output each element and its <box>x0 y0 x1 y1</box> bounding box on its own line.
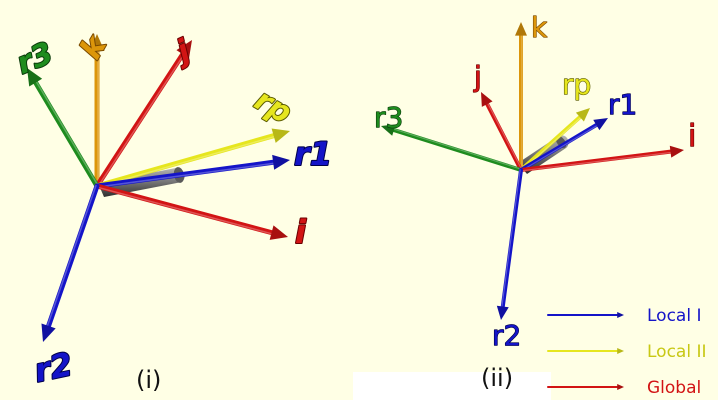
arrow-head <box>176 40 192 59</box>
legend-item-local-ii: Local II <box>547 342 707 362</box>
arrow-rp-i <box>94 128 290 189</box>
arrow-shaft-highlight <box>96 162 275 188</box>
arrow-head <box>269 225 288 240</box>
arrow-shaft-highlight <box>95 186 273 235</box>
arrow-shaft <box>519 122 599 172</box>
legend-label-local-ii: Local II <box>647 342 707 362</box>
arrow-shaft <box>94 183 275 236</box>
arrow-shaft <box>519 149 673 172</box>
label-i-i: i <box>295 213 307 251</box>
arrow-r3-i <box>27 68 100 189</box>
arrow-shaft-highlight <box>393 128 522 170</box>
arrow-head <box>593 118 608 131</box>
arrow-head <box>496 305 509 320</box>
arrow-shaft <box>391 128 523 172</box>
legend-label-global: Global <box>647 378 701 398</box>
panel-ii: k j r3 rp r1 i r2 (ii) <box>353 10 697 400</box>
legend-item-local-i: Local I <box>547 306 701 326</box>
arrow-shaft <box>94 133 277 189</box>
arrow-shaft <box>94 51 186 189</box>
label-r1-i: r1 <box>294 135 332 173</box>
arrow-shaft <box>500 168 523 309</box>
arrow-r3-ii <box>381 124 523 172</box>
label-k-i: k <box>73 29 114 66</box>
arrow-head <box>381 124 396 136</box>
arrow-shaft <box>485 102 523 172</box>
label-rp-ii: rp <box>562 68 591 101</box>
legend-item-global: Global <box>547 378 701 398</box>
legend-swatch-local-i <box>547 312 624 318</box>
label-r2-ii: r2 <box>492 319 521 352</box>
arrow-shaft-highlight <box>35 81 99 187</box>
arrow-shaft-highlight <box>97 54 185 188</box>
arrow-shaft-highlight <box>520 151 672 172</box>
arrow-shaft <box>94 159 276 189</box>
arrow-i-i <box>94 183 288 240</box>
arrow-head <box>272 154 290 170</box>
arrow-head <box>271 128 290 143</box>
arrow-head <box>617 384 624 390</box>
arrow-shaft-highlight <box>96 135 275 188</box>
arrow-head <box>481 92 493 107</box>
arrow-head <box>617 348 624 354</box>
arrow-head <box>27 68 43 87</box>
arrow-shaft-highlight <box>46 184 97 327</box>
arrow-k-ii <box>515 22 527 172</box>
arrow-head <box>515 22 527 36</box>
label-r1-ii: r1 <box>608 88 637 121</box>
caption-ii: (ii) <box>481 364 513 392</box>
arrow-j-ii <box>481 92 523 172</box>
label-rp-i: rp <box>249 83 298 131</box>
arrow-shaft-highlight <box>520 125 598 172</box>
label-i-ii: i <box>688 119 696 154</box>
arrow-j-i <box>94 40 192 189</box>
arrow-shaft <box>46 183 100 329</box>
arrow-r1-i <box>94 154 290 189</box>
arrow-shaft-highlight <box>487 103 523 171</box>
label-j-ii: j <box>473 60 482 93</box>
arrow-shaft <box>519 115 582 172</box>
legend-label-local-i: Local I <box>647 306 701 326</box>
legend-swatch-global <box>547 384 624 390</box>
panel-i: k j r3 rp r1 i r2 (i) <box>11 28 333 394</box>
arrow-r2-ii <box>496 168 523 320</box>
arrow-head <box>575 108 590 122</box>
label-r3-ii: r3 <box>374 101 403 134</box>
label-r3-i: r3 <box>12 36 58 82</box>
label-k-ii: k <box>531 11 548 44</box>
arrow-shaft <box>33 80 100 189</box>
arrow-head <box>89 34 105 51</box>
legend-swatch-local-ii <box>547 348 624 354</box>
arrow-r1-ii <box>519 118 608 172</box>
arrow-head <box>41 323 56 342</box>
caption-i: (i) <box>136 366 161 394</box>
arrow-head <box>669 145 684 158</box>
arrow-i-ii <box>519 145 684 172</box>
arrow-head <box>617 312 624 318</box>
legend: Local I Local II Global <box>547 306 707 398</box>
label-r2-i: r2 <box>31 345 76 390</box>
caption-ii-background <box>353 372 551 400</box>
label-j-i: j <box>168 33 196 71</box>
arrow-k-i <box>89 34 105 189</box>
arrow-shaft-highlight <box>501 169 521 308</box>
arrow-r2-i <box>41 183 100 342</box>
